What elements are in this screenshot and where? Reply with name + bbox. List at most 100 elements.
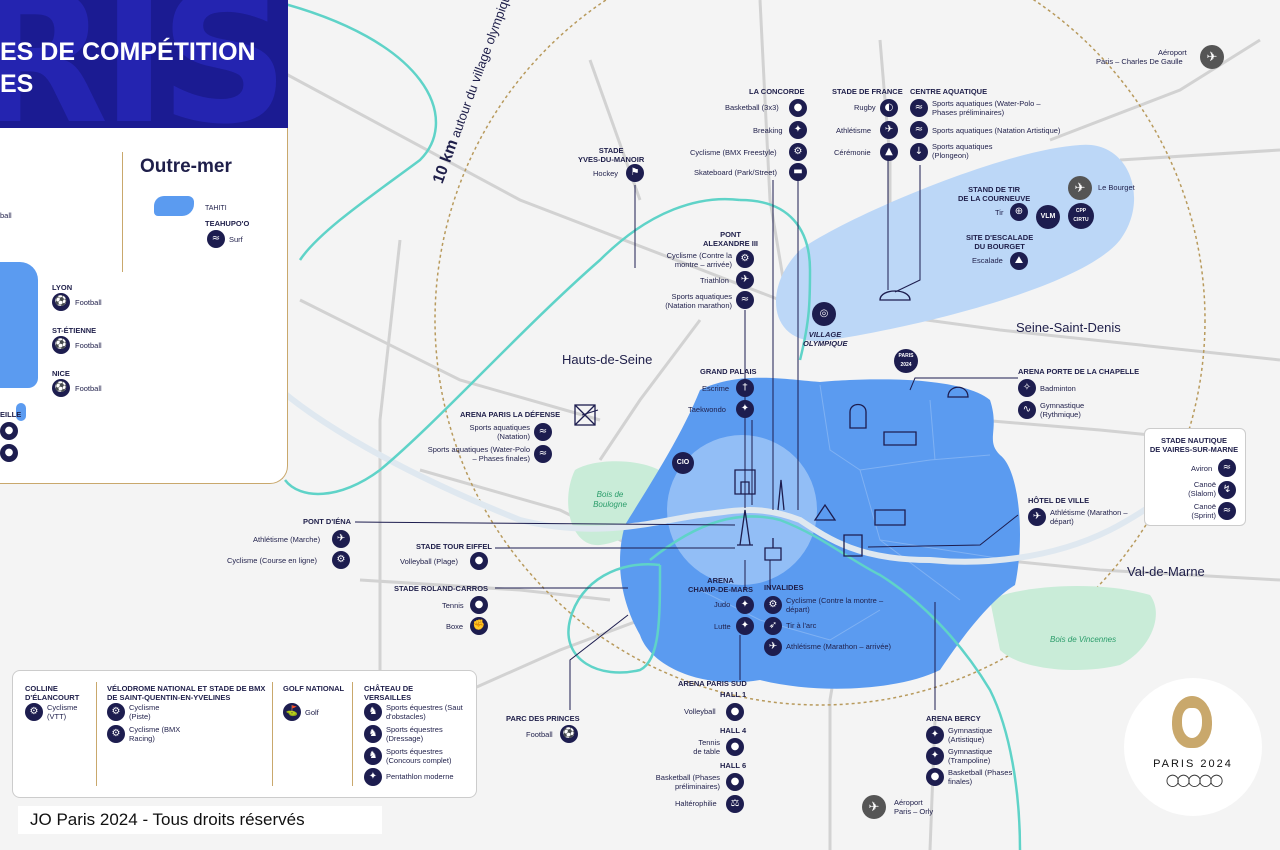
fencing-icon: †	[736, 379, 754, 397]
bmx-icon: ⚙	[789, 143, 807, 161]
taekwondo-icon: ✦	[736, 400, 754, 418]
pentathlon-icon: ✦	[364, 768, 382, 786]
city-marseille: EILLE	[0, 410, 22, 419]
france-map-shape	[0, 262, 38, 388]
teahupoo-label: TEAHUPO'O	[205, 219, 250, 228]
venue-name-line: ARENA	[707, 576, 734, 585]
sport-label: Cyclisme (Course en ligne)	[227, 556, 318, 565]
flame-face	[1182, 708, 1202, 738]
sport-label: Tennis	[442, 601, 464, 610]
venue-pont-iena: PONT D'IÉNA	[303, 517, 352, 526]
sport-label: Badminton	[1040, 384, 1076, 393]
triathlon-icon: ✈	[736, 271, 754, 289]
sport-label: Cyclisme (BMX Racing)	[129, 725, 181, 743]
canoe-sprint-icon: ≈	[1218, 502, 1236, 520]
judo-icon: ✦	[736, 596, 754, 614]
trampoline-icon: ✦	[926, 747, 944, 765]
breaking-icon: ✦	[789, 121, 807, 139]
sport-label: Volleyball (Plage)	[400, 557, 458, 566]
park-boulogne: Bois de Boulogne	[593, 490, 627, 509]
sport-label: Sports aquatiques (Plongeon)	[932, 142, 993, 160]
sport-label: Escalade	[972, 256, 1003, 265]
badminton-icon: ✧	[1018, 379, 1036, 397]
sport-label: Golf	[305, 708, 319, 717]
stub-label: ball	[0, 211, 12, 220]
sport-label: Sports aquatiques (Natation Artistique)	[932, 126, 1061, 135]
artistic-swimming-icon: ≈	[910, 121, 928, 139]
sport-icon: ●	[0, 444, 18, 462]
airplane-icon: ✈	[1200, 45, 1224, 69]
wrestling-icon: ✦	[736, 617, 754, 635]
sport-label: Haltérophilie	[675, 799, 717, 808]
marathon-icon: ✈	[764, 638, 782, 656]
sport-label: Aviron	[1191, 464, 1213, 473]
sport-label: Football	[526, 730, 553, 739]
venue-elancourt: COLLINE D'ÉLANCOURT	[25, 684, 80, 702]
weightlifting-icon: ⚖	[726, 795, 744, 813]
sport-label: Sports aquatiques (Water-Polo – Phases f…	[427, 445, 530, 463]
venue-name-line: STAND DE TIR	[968, 185, 1021, 194]
sport-label: Rugby	[854, 103, 876, 112]
venue-porte-chapelle: ARENA PORTE DE LA CHAPELLE	[1018, 367, 1140, 376]
sport-label: Cyclisme (VTT)	[47, 703, 78, 721]
venue-concorde: LA CONCORDE	[749, 87, 805, 96]
basketball-icon: ●	[926, 768, 944, 786]
rowing-icon: ≈	[1218, 459, 1236, 477]
venue-name-line: PONT	[720, 230, 741, 239]
sport-label: Judo	[714, 600, 731, 609]
venue-name-line: DE LA COURNEUVE	[958, 194, 1031, 203]
copyright-text: JO Paris 2024 - Tous droits réservés	[30, 810, 305, 829]
airplane-icon: ✈	[862, 795, 886, 819]
marathon-icon: ✈	[1028, 508, 1046, 526]
sport-label: Athlétisme (Marathon – départ)	[1050, 508, 1128, 526]
paris-badge: PARIS 2024	[894, 349, 918, 373]
cpp-badge: CPP CIRTU	[1068, 203, 1094, 229]
sport-label: Canoë (Sprint)	[1191, 502, 1216, 520]
table-tennis-icon: ●	[726, 738, 744, 756]
sport-label: Sports équestres (Saut d'obstacles)	[386, 703, 463, 721]
hall-label: HALL 6	[720, 761, 747, 770]
title-line-1: ES DE COMPÉTITION	[0, 38, 256, 66]
canoe-slalom-icon: ↯	[1218, 481, 1236, 499]
basketball-icon: ●	[789, 99, 807, 117]
water-polo-icon: ≈	[910, 99, 928, 117]
landmark-icons	[574, 290, 969, 561]
sport-label: Sports aquatiques (Natation marathon)	[665, 292, 732, 310]
boxing-icon: ✊	[470, 617, 488, 635]
sport-label: Pentathlon moderne	[386, 772, 454, 781]
sport-label: Sports équestres (Dressage)	[386, 725, 443, 743]
sport-label: Athlétisme (Marche)	[253, 535, 321, 544]
gymnastics-icon: ✦	[926, 726, 944, 744]
venue-name-line: STADE NAUTIQUE	[1160, 436, 1228, 445]
sport-label: Athlétisme	[836, 126, 872, 135]
mountain-bike-icon: ⚙	[25, 703, 43, 721]
equestrian-icon: ♞	[364, 725, 382, 743]
sport-label: Gymnastique (Artistique)	[948, 726, 993, 744]
venue-golf-national: GOLF NATIONAL	[283, 684, 345, 693]
sport-label: Skateboard (Park/Street)	[694, 168, 777, 177]
surf-label: Surf	[229, 235, 243, 244]
venue-parc-des-princes: PARC DES PRINCES	[506, 714, 580, 723]
hall-label: HALL 1	[720, 690, 747, 699]
village-label: Village olympique	[803, 330, 848, 348]
basketball-icon: ●	[726, 773, 744, 791]
sport-label: Lutte	[714, 622, 731, 631]
sport-label: Basketball (3x3)	[725, 103, 779, 112]
venue-velodrome: VÉLODROME NATIONAL ET STADE DE BMX DE SA…	[107, 684, 266, 702]
park-vincennes: Bois de Vincennes	[1050, 635, 1117, 644]
panel-divider	[272, 682, 273, 786]
vlm-badge: VLM	[1036, 205, 1060, 229]
city-st-etienne: ST-ÉTIENNE	[52, 326, 97, 335]
sport-label: Tir à l'arc	[786, 621, 817, 630]
sport-label: Sports aquatiques (Water-Polo – Phases p…	[932, 99, 1041, 117]
skateboard-icon: ▬	[789, 163, 807, 181]
panel-divider	[352, 682, 353, 786]
sport-label: Tir	[995, 208, 1004, 217]
archery-icon: ➶	[764, 617, 782, 635]
corsica-shape	[16, 403, 26, 421]
